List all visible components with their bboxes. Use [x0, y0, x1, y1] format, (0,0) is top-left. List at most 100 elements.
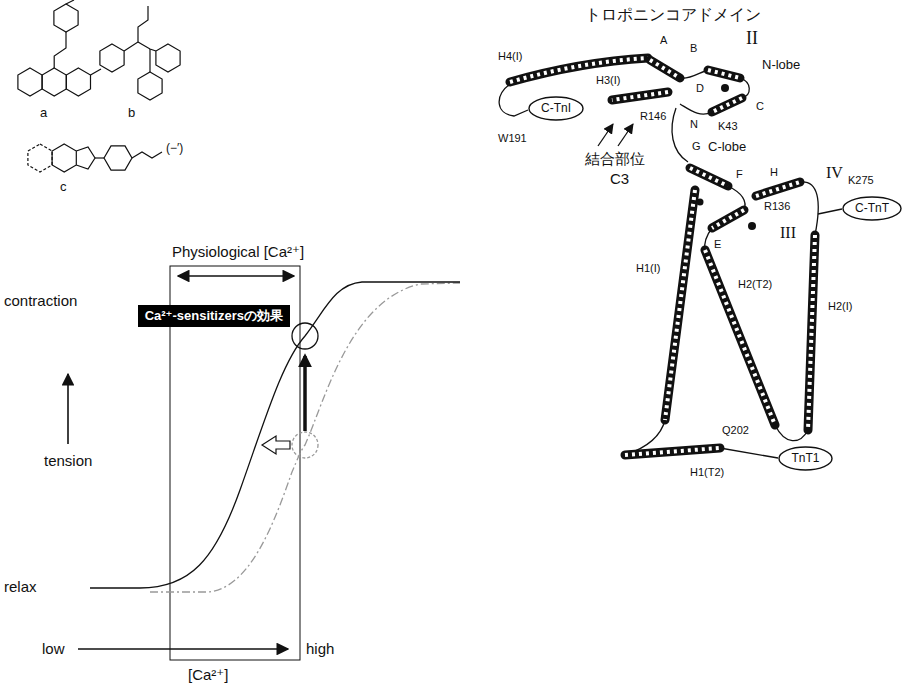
oval-outline: [529, 97, 583, 120]
structure-letter: a: [40, 106, 47, 121]
helix-label: H2(I): [828, 300, 852, 313]
ring: [28, 144, 52, 172]
loop: [499, 84, 528, 116]
calcium-ion: [721, 84, 729, 92]
residue-label: Q202: [722, 424, 749, 437]
ring: [156, 44, 180, 72]
ring: [52, 144, 76, 172]
calcium-ion: [748, 222, 756, 230]
axis-label: tension: [44, 452, 92, 469]
helix: [712, 210, 744, 228]
structure-b: [100, 6, 180, 100]
calcium-ion: [697, 199, 704, 206]
loop: [680, 104, 712, 114]
figure-heading: トロポニンコアドメイン: [585, 6, 761, 24]
oval-outline: [843, 197, 901, 220]
residue-label: R136: [764, 200, 790, 213]
site-numeral: IV: [826, 164, 843, 182]
helix: [756, 182, 800, 196]
loop: [720, 448, 778, 458]
structure-letter: b: [128, 106, 135, 121]
sensitized-curve: [90, 282, 460, 588]
site-arrow: [598, 124, 613, 146]
axis-label: high: [306, 640, 334, 657]
bond: [138, 42, 156, 51]
loop: [818, 209, 842, 214]
bond: [54, 32, 66, 68]
node-text: Ca²⁺-sensitizersの効果: [145, 308, 283, 324]
helix: [510, 58, 648, 82]
helix: [625, 448, 720, 455]
bond: [132, 152, 162, 158]
residue-label: W191: [498, 132, 527, 145]
bond: [149, 49, 150, 72]
subunit-oval: C-TnT: [842, 196, 902, 221]
helix-label: A: [660, 34, 667, 47]
tension-graph: [68, 266, 460, 660]
structure-a: [18, 0, 101, 96]
node-text: TnT1: [791, 451, 819, 465]
lobe-label: N-lobe: [762, 58, 800, 73]
helix: [665, 190, 695, 420]
lobe-label: C-lobe: [708, 140, 746, 155]
bond: [95, 157, 104, 158]
helix-label: C: [756, 100, 764, 113]
ring: [66, 68, 90, 96]
structure-c: [28, 140, 162, 176]
site-label: 結合部位: [585, 150, 645, 167]
loop: [672, 108, 688, 162]
helix: [612, 92, 668, 100]
helix: [612, 92, 668, 100]
axis-arrow: [67, 374, 69, 444]
helix-label: D: [696, 82, 704, 95]
helix: [510, 58, 648, 82]
helix-label: H3(I): [596, 74, 620, 87]
marker-circle: [292, 323, 318, 349]
helix-label: H1(T2): [690, 466, 724, 479]
helix: [808, 235, 815, 430]
residue-label: R146: [640, 110, 666, 123]
bond: [91, 69, 102, 75]
shift-arrow: [262, 436, 290, 454]
helix: [690, 168, 728, 186]
protein-ribbon: [499, 58, 842, 458]
subunit-oval: TnT1: [778, 446, 833, 471]
helix: [712, 98, 742, 112]
site-numeral: II: [746, 28, 758, 49]
helix: [756, 182, 800, 196]
ring: [138, 72, 162, 100]
helix: [708, 70, 740, 78]
helix: [705, 250, 775, 425]
loop: [800, 182, 818, 235]
helix-label: H2(T2): [738, 278, 772, 291]
helix-label: N: [690, 118, 698, 131]
helix: [625, 448, 720, 455]
axis-label: low: [42, 640, 65, 657]
node-text: C-TnT: [855, 201, 889, 215]
shift-arrow: [303, 356, 307, 431]
helix-label: E: [714, 238, 721, 251]
helix-label: F: [736, 168, 743, 181]
oval-outline: [779, 447, 832, 470]
ring: [42, 68, 66, 96]
helix: [808, 235, 815, 430]
helix: [650, 60, 680, 78]
helix: [712, 210, 744, 228]
axis-arrow: [78, 648, 288, 650]
helix: [705, 250, 775, 425]
axis-label: [Ca²⁺]: [188, 666, 228, 683]
site-numeral: III: [780, 224, 796, 242]
helix: [665, 190, 695, 420]
ring: [100, 44, 124, 72]
range-arrow: [178, 275, 294, 277]
bond: [66, 0, 74, 4]
subunit-oval: C-TnI: [528, 96, 584, 121]
helix-label: G: [692, 140, 701, 153]
helix: [708, 70, 740, 78]
helix: [650, 60, 680, 78]
ring: [101, 140, 136, 176]
helix: [712, 98, 742, 112]
